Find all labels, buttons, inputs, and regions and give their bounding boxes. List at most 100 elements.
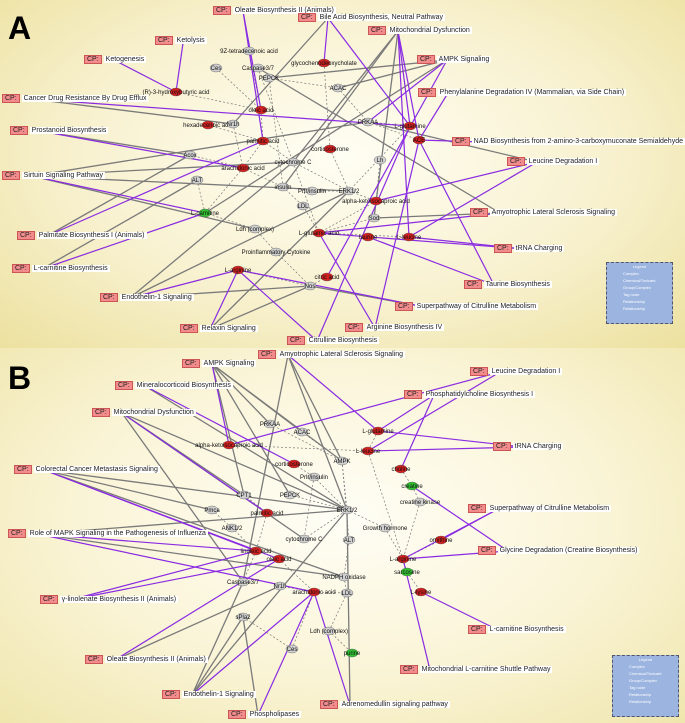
molecule-node[interactable]: (R)-3-hydroxybutyric acid — [142, 87, 210, 97]
pathway-label[interactable]: CP:Relaxin Signaling — [180, 324, 258, 333]
molecule-node[interactable]: Caspase3/7 — [227, 577, 260, 587]
molecule-node[interactable]: Pmca — [204, 505, 220, 515]
pathway-label[interactable]: CP:Phenylalanine Degradation IV (Mammali… — [418, 88, 627, 97]
molecule-node[interactable]: oleic acid — [248, 105, 274, 115]
molecule-node[interactable]: PRKAA — [260, 419, 280, 429]
pathway-label[interactable]: CP:NAD Biosynthesis from 2-amino-3-carbo… — [452, 137, 685, 146]
molecule-node[interactable]: alpha-ketoisocaproic acid — [195, 440, 263, 450]
pathway-label[interactable]: CP:Mitochondrial Dysfunction — [368, 26, 472, 35]
molecule-node[interactable]: ALT — [342, 535, 356, 545]
molecule-node[interactable]: AMPK — [333, 456, 351, 466]
molecule-node[interactable]: sarcosine — [394, 567, 420, 577]
molecule-node[interactable]: cytochrome C — [285, 534, 323, 544]
molecule-node[interactable]: linoleic acid — [240, 546, 272, 556]
molecule-node[interactable]: Nos — [303, 281, 317, 291]
pathway-label[interactable]: CP:Arginine Biosynthesis IV — [345, 323, 445, 332]
pathway-label[interactable]: CP:Oleate Biosynthesis II (Animals) — [85, 655, 208, 664]
molecule-node[interactable]: L-leucine — [397, 232, 422, 242]
pathway-label[interactable]: CP:Colorectal Cancer Metastasis Signalin… — [14, 465, 160, 474]
pathway-label[interactable]: CP:Ketolysis — [155, 36, 207, 45]
pathway-label[interactable]: CP:AMPK Signaling — [417, 55, 492, 64]
pathway-label[interactable]: CP:tRNA Charging — [494, 244, 565, 253]
molecule-node[interactable]: Lh — [373, 155, 387, 165]
pathway-label[interactable]: CP:L-carnitine Biosynthesis — [468, 625, 566, 634]
molecule-node[interactable]: Ldh (complex) — [310, 626, 348, 636]
molecule-node[interactable]: Sod — [367, 213, 381, 223]
molecule-node[interactable]: ornithine — [429, 535, 453, 545]
molecule-node[interactable]: L-lysine — [411, 587, 432, 597]
molecule-node[interactable]: cytochrome C — [274, 157, 312, 167]
molecule-node[interactable]: ANK1/2 — [222, 523, 243, 533]
molecule-node[interactable]: palmitic acid — [246, 136, 280, 146]
pathway-label[interactable]: CP:Sirtuin Signaling Pathway — [2, 171, 106, 180]
molecule-node[interactable]: ERK1/2 — [337, 505, 358, 515]
pathway-label[interactable]: CP:Endothelin-1 Signaling — [162, 690, 256, 699]
pathway-label[interactable]: CP:Leucine Degradation I — [507, 157, 600, 166]
molecule-node[interactable]: L-carnitine — [191, 208, 220, 218]
pathway-label[interactable]: CP:Mitochondrial L-carnitine Shuttle Pat… — [400, 665, 553, 674]
molecule-node[interactable]: L-glutamine — [362, 426, 394, 436]
pathway-label[interactable]: CP:Mitochondrial Dysfunction — [92, 408, 196, 417]
molecule-node[interactable]: ACE — [412, 135, 426, 145]
molecule-node[interactable]: NADPH oxidase — [322, 572, 366, 582]
molecule-node[interactable]: creatine kinase — [400, 497, 441, 507]
molecule-node[interactable]: Prlr/insulin — [298, 186, 326, 196]
pathway-label[interactable]: CP:γ-linolenate Biosynthesis II (Animals… — [40, 595, 179, 604]
molecule-node[interactable]: oleic acid — [266, 554, 292, 564]
molecule-node[interactable]: creatine — [401, 481, 423, 491]
pathway-label[interactable]: CP:tRNA Charging — [493, 442, 564, 451]
pathway-label[interactable]: CP:Phospholipases — [228, 710, 302, 719]
molecule-node[interactable]: Ldh (complex) — [236, 224, 274, 234]
pathway-label[interactable]: CP:Palmitate Biosynthesis I (Animals) — [17, 231, 147, 240]
molecule-node[interactable]: Ces — [285, 644, 299, 654]
molecule-node[interactable]: L-glutamine — [394, 121, 426, 131]
pathway-label[interactable]: CP:Oleate Biosynthesis II (Animals) — [213, 6, 336, 15]
molecule-node[interactable]: taurine — [359, 232, 378, 242]
molecule-node[interactable]: L-arginine — [390, 554, 417, 564]
pathway-label[interactable]: CP:Superpathway of Citrulline Metabolism — [395, 302, 539, 311]
pathway-label[interactable]: CP:Cancer Drug Resistance By Drug Efflux — [2, 94, 149, 103]
molecule-node[interactable]: alpha-ketoisocaproic acid — [342, 196, 410, 206]
molecule-node[interactable]: purine — [344, 648, 361, 658]
molecule-node[interactable]: PEPCK — [280, 490, 300, 500]
molecule-node[interactable]: 9Z-tetradecenoic acid — [220, 46, 278, 56]
molecule-node[interactable]: LDL — [296, 201, 310, 211]
pathway-label[interactable]: CP:Amyotrophic Lateral Sclerosis Signali… — [258, 350, 406, 359]
molecule-node[interactable]: Nr1h — [273, 581, 287, 591]
pathway-label[interactable]: CP:Glycine Degradation (Creatine Biosynt… — [478, 546, 640, 555]
molecule-node[interactable]: Caspase3/7 — [242, 63, 275, 73]
molecule-node[interactable]: hexadecenoic acid — [183, 120, 233, 130]
pathway-label[interactable]: CP:Prostanoid Biosynthesis — [10, 126, 109, 135]
molecule-node[interactable]: LDL — [340, 588, 354, 598]
molecule-node[interactable]: ACAC — [330, 83, 347, 93]
molecule-node[interactable]: arachidonic acid — [292, 587, 336, 597]
pathway-label[interactable]: CP:Phosphatidylcholine Biosynthesis I — [404, 390, 536, 399]
molecule-node[interactable]: CPT1 — [236, 490, 252, 500]
pathway-label[interactable]: CP:Adrenomedullin signaling pathway — [320, 700, 450, 709]
pathway-label[interactable]: CP:Superpathway of Citrulline Metabolism — [468, 504, 612, 513]
molecule-node[interactable]: L-leucine — [356, 446, 381, 456]
pathway-label[interactable]: CP:AMPK Signaling — [182, 359, 257, 368]
pathway-label[interactable]: CP:Amyotrophic Lateral Sclerosis Signali… — [470, 208, 618, 217]
pathway-label[interactable]: CP:Role of MAPK Signaling in the Pathoge… — [8, 529, 208, 538]
molecule-node[interactable]: insulin — [274, 182, 292, 192]
molecule-node[interactable]: L-arginine — [225, 265, 252, 275]
molecule-node[interactable]: Growth hormone — [363, 523, 408, 533]
molecule-node[interactable]: Acox — [183, 150, 197, 160]
molecule-node[interactable]: Proinflammatory Cytokine — [242, 247, 311, 257]
molecule-node[interactable]: glycochenodeoxycholate — [291, 58, 358, 68]
molecule-node[interactable]: PEPCK — [259, 73, 279, 83]
pathway-label[interactable]: CP:Citrulline Biosynthesis — [287, 336, 380, 345]
molecule-node[interactable]: ERK1/2 — [339, 186, 360, 196]
molecule-node[interactable]: citric acid — [314, 272, 340, 282]
molecule-node[interactable]: choline — [391, 464, 411, 474]
pathway-label[interactable]: CP:Leucine Degradation I — [470, 367, 563, 376]
pathway-label[interactable]: CP:Taurine Biosynthesis — [464, 280, 552, 289]
molecule-node[interactable]: corticosterone — [275, 459, 314, 469]
molecule-node[interactable]: L-glutamic acid — [299, 228, 339, 238]
molecule-node[interactable]: PRKAA — [358, 117, 378, 127]
molecule-node[interactable]: Nr1h — [226, 119, 240, 129]
molecule-node[interactable]: ALT — [190, 175, 204, 185]
pathway-label[interactable]: CP:L-carnitine Biosynthesis — [12, 264, 110, 273]
molecule-node[interactable]: corticosterone — [311, 144, 350, 154]
